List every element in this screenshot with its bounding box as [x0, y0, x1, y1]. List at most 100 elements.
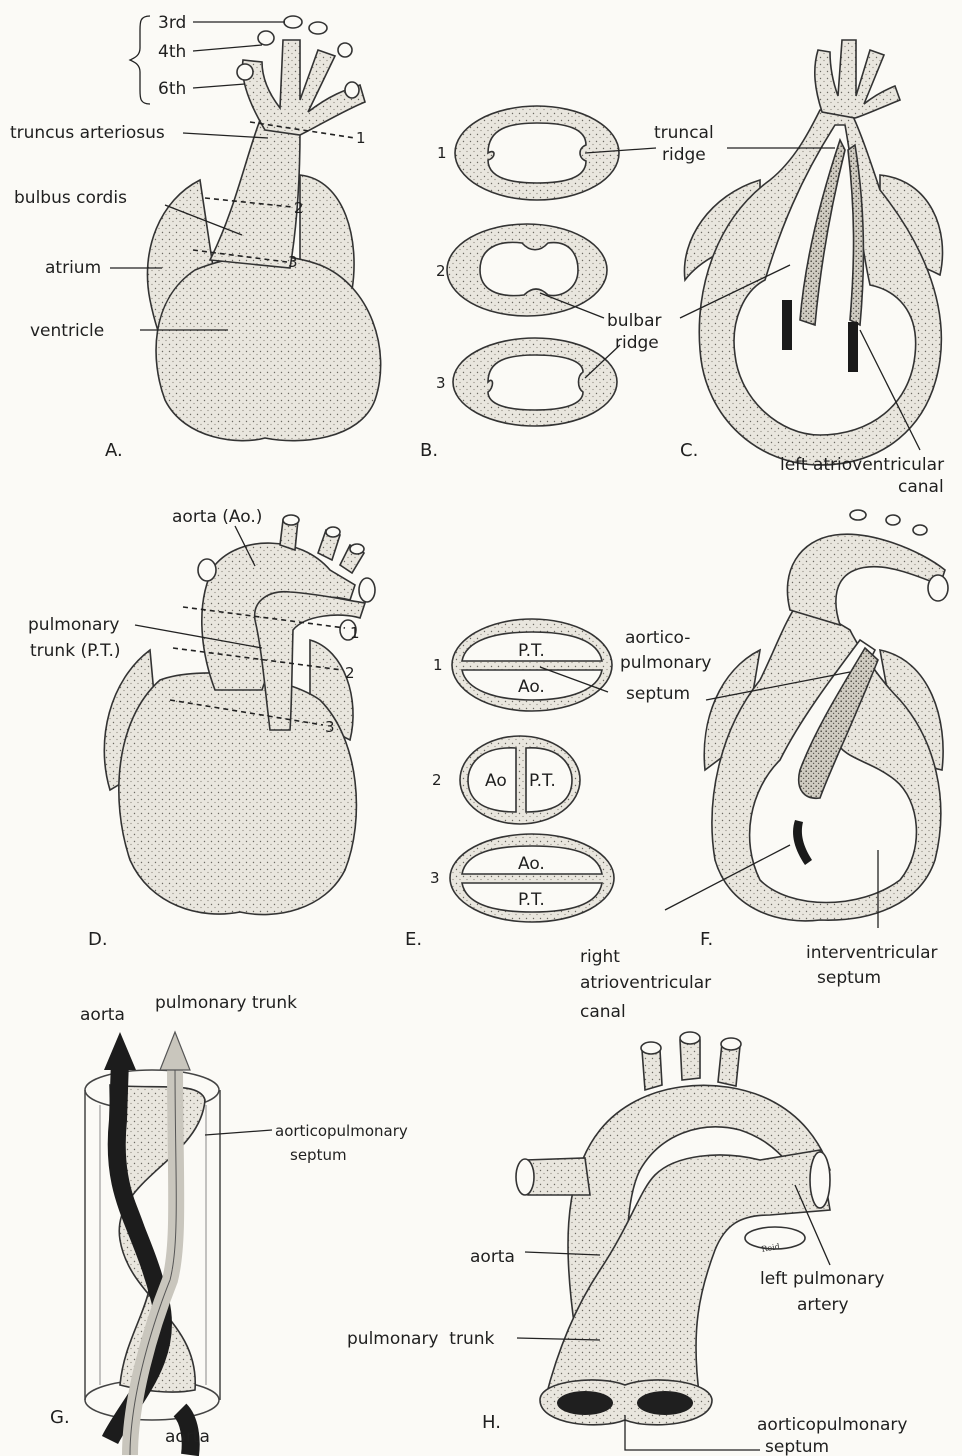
panel-e: 1 2 3 P.T. Ao. Ao P.T. Ao. P.T. aortico-… [405, 619, 712, 950]
panel-d-letter: D. [88, 929, 108, 950]
panel-d-brachiocephalic-opening [198, 559, 216, 581]
panel-g-label-septum-2: septum [290, 1146, 347, 1164]
panel-g-label-aorta-top: aorta [80, 1005, 125, 1025]
panel-f-aorta-arch [787, 534, 945, 625]
panel-h-label-pulmonary: pulmonary trunk [347, 1329, 495, 1349]
panel-a-arch-6th-right-opening [345, 82, 359, 98]
panel-a-arch-4th-right-opening [338, 43, 352, 57]
panel-d-vessel-opening-2 [326, 527, 340, 537]
panel-b-label-truncal-2: ridge [662, 145, 706, 165]
panel-e-sec2-right: P.T. [529, 771, 556, 791]
panel-h-label-septum-2: septum [765, 1437, 829, 1456]
panel-b-letter: B. [420, 440, 438, 461]
panel-a: 3rd 4th 6th truncus arteriosus bulbus co… [10, 13, 381, 461]
panel-e-sec1-bottom: Ao. [518, 677, 545, 697]
panel-g-aorta-arrowhead [104, 1032, 136, 1070]
panel-d: aorta (Ao.) pulmonary trunk (P.T.) 1 2 3… [28, 507, 375, 950]
panel-f-label-right-av-2: atrioventricular [580, 973, 711, 993]
panel-g: aorta pulmonary trunk aorticopulmonary s… [50, 993, 408, 1455]
panel-a-label-truncus: truncus arteriosus [10, 123, 165, 143]
panel-f-label-interventricular-1: interventricular [806, 943, 938, 963]
panel-b-section-num-1: 1 [437, 144, 447, 162]
panel-g-letter: G. [50, 1407, 70, 1428]
panel-f-label-right-av-1: right [580, 947, 620, 967]
panel-a-truncus-tube [210, 120, 300, 268]
panel-h-vessel-opening-1 [641, 1042, 661, 1054]
panel-a-section-num-2: 2 [294, 199, 304, 217]
panel-h-vessel-opening-3 [721, 1038, 741, 1050]
panel-a-label-3rd: 3rd [158, 13, 186, 33]
panel-a-label-4th: 4th [158, 42, 186, 62]
panel-c-left-av-slit [848, 322, 858, 372]
panel-a-leader-6th [193, 84, 245, 88]
panel-a-arch-3rd-right-opening [309, 22, 327, 34]
panel-a-arch-bracket [130, 16, 150, 104]
panel-d-label-pulmonary-2: trunk (P.T.) [30, 641, 121, 661]
panel-h-aorta-opening [557, 1391, 613, 1415]
panel-d-vessel-opening-3 [350, 544, 364, 554]
panel-h-label-left-pulm-2: artery [797, 1295, 849, 1315]
panel-h-vessel-opening-2 [680, 1032, 700, 1044]
panel-c-right-av-slit [782, 300, 792, 350]
panel-c-arches [815, 40, 900, 118]
panel-e-label-septum-2: pulmonary [620, 653, 712, 673]
panel-f-letter: F. [700, 929, 713, 950]
panel-e-letter: E. [405, 929, 422, 950]
panel-f-label-interventricular-2: septum [817, 968, 881, 988]
panel-h: aorta left pulmonary artery pulmonary tr… [347, 1032, 907, 1456]
panel-e-label-septum-1: aortico- [625, 628, 690, 648]
panel-d-section-num-1: 1 [350, 624, 360, 642]
panel-c-letter: C. [680, 440, 698, 461]
panel-a-arch-3rd-opening [284, 16, 302, 28]
panel-h-letter: H. [482, 1412, 501, 1433]
panel-g-leader-septum [205, 1130, 272, 1135]
panel-h-label-septum-1: aorticopulmonary [757, 1415, 907, 1435]
panel-e-sec3-top: Ao. [518, 854, 545, 874]
panel-e-sec2-left: Ao [485, 771, 507, 791]
panel-a-label-ventricle: ventricle [30, 321, 104, 341]
panel-h-signature: Reid [761, 1242, 781, 1254]
panel-f-vessel-top-1 [850, 510, 866, 520]
panel-a-label-bulbus: bulbus cordis [14, 188, 127, 208]
panel-a-section-num-3: 3 [288, 253, 298, 271]
panel-f-label-right-av-3: canal [580, 1002, 626, 1022]
panel-g-pulmonary-arrowhead [160, 1032, 190, 1070]
panel-e-section-num-2: 2 [432, 771, 442, 789]
panel-c: left atrioventricular canal C. [680, 40, 944, 497]
panel-e-section-num-3: 3 [430, 869, 440, 887]
panel-c-label-left-av-1: left atrioventricular [780, 455, 944, 475]
panel-a-arch-6th-opening [237, 64, 253, 80]
panel-e-label-septum-3: septum [626, 684, 690, 704]
panel-d-section-num-2: 2 [345, 664, 355, 682]
panel-a-label-6th: 6th [158, 79, 186, 99]
panel-d-vessel-opening-1 [283, 515, 299, 525]
panel-h-left-pulm-opening [810, 1152, 830, 1208]
panel-d-left-pulm-opening [359, 578, 375, 602]
panel-a-letter: A. [105, 440, 123, 461]
panel-a-label-atrium: atrium [45, 258, 101, 278]
panel-e-section-num-1: 1 [433, 656, 443, 674]
panel-g-label-aorta-bottom: aorta [165, 1427, 210, 1447]
panel-c-label-left-av-2: canal [898, 477, 944, 497]
panel-b-section-3-lumen [488, 355, 583, 410]
panel-a-leader-4th [193, 45, 262, 51]
panel-h-pt-opening [637, 1391, 693, 1415]
panel-b-section-num-3: 3 [436, 374, 446, 392]
panel-f-vessel-top-2 [886, 515, 900, 525]
panel-b-label-bulbar-1: bulbar [607, 311, 662, 331]
panel-a-section-num-1: 1 [356, 129, 366, 147]
panel-e-sec1-top: P.T. [518, 641, 545, 661]
panel-f-vessel-top-3 [913, 525, 927, 535]
panel-f-vessel-opening [928, 575, 948, 601]
panel-b-label-truncal-1: truncal [654, 123, 714, 143]
panel-e-sec3-bottom: P.T. [518, 890, 545, 910]
panel-d-section-num-3: 3 [325, 718, 335, 736]
panel-b: 1 2 3 truncal ridge bulbar ridge B. [420, 106, 714, 461]
panel-g-label-pulmonary: pulmonary trunk [155, 993, 297, 1013]
panel-f: right atrioventricular canal interventri… [580, 510, 948, 1022]
panel-b-section-1-lumen [488, 123, 586, 183]
panel-b-label-bulbar-2: ridge [615, 333, 659, 353]
panel-d-ventricle [119, 673, 357, 915]
panel-h-label-aorta: aorta [470, 1247, 515, 1267]
